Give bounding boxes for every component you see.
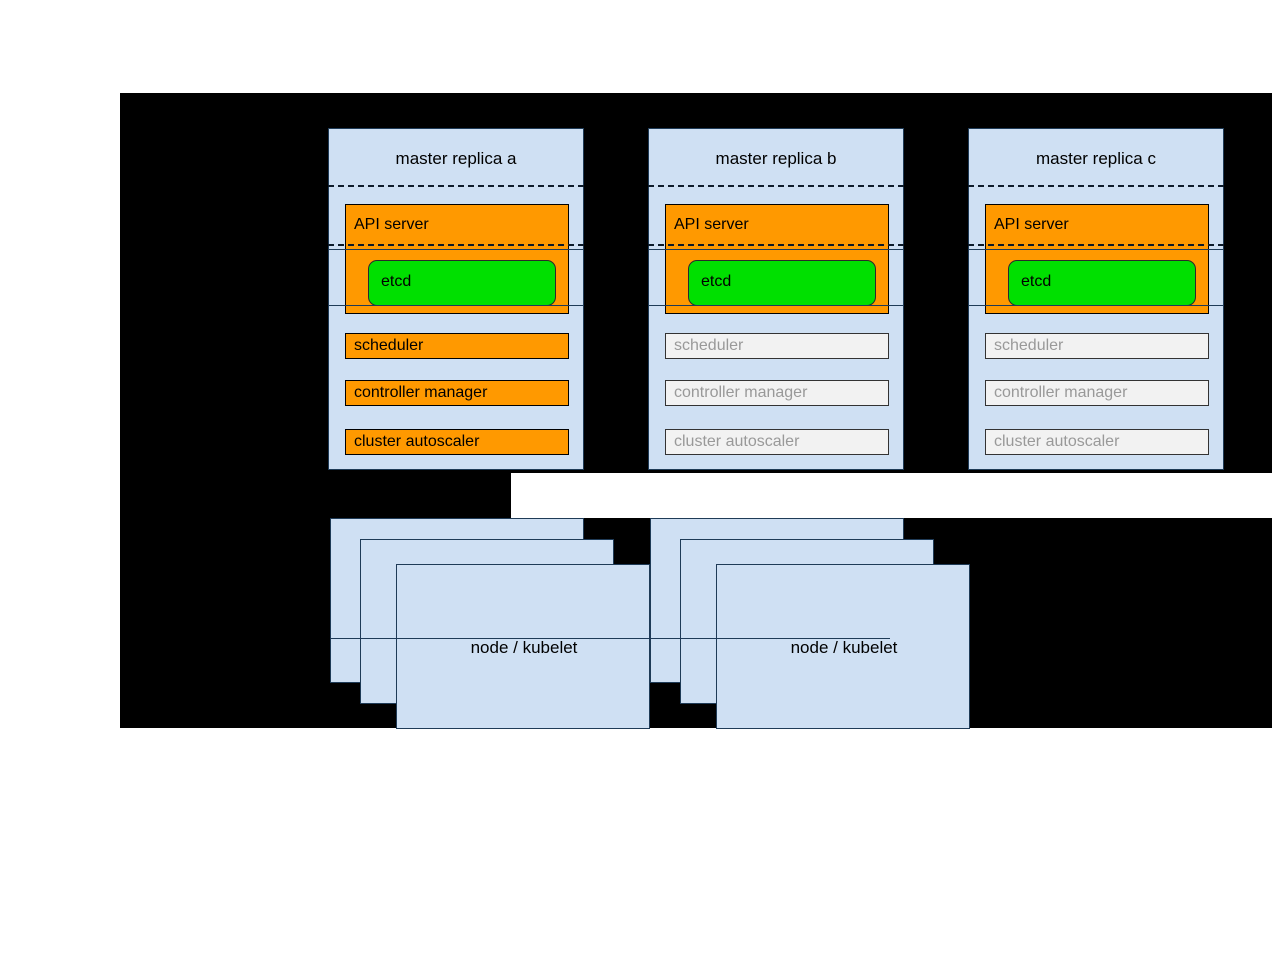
replica-b-controller-manager[interactable]: controller manager (665, 380, 889, 406)
replica-a-api-server-label: API server (354, 216, 429, 233)
replica-c-api-server-label: API server (994, 216, 1069, 233)
replica-b-scheduler[interactable]: scheduler (665, 333, 889, 359)
replica-b-rule-upper (648, 249, 904, 250)
replica-c-rule-lower (968, 305, 1224, 306)
replica-c-divider-top (968, 185, 1224, 187)
replica-c-scheduler[interactable]: scheduler (985, 333, 1209, 359)
replica-c-rule-upper (968, 249, 1224, 250)
replica-b-api-server-label: API server (674, 216, 749, 233)
replica-a-controller-manager[interactable]: controller manager (345, 380, 569, 406)
backdrop-notch (511, 473, 1272, 518)
replica-b-rule-lower (648, 305, 904, 306)
replica-b-etcd[interactable]: etcd (688, 260, 876, 306)
master-replica-c[interactable]: master replica c API server etcd schedul… (968, 128, 1224, 470)
master-replica-c-title: master replica c (1036, 149, 1156, 168)
node-group-2-label: node / kubelet (790, 637, 898, 657)
replica-a-scheduler[interactable]: scheduler (345, 333, 569, 359)
master-replica-b-title: master replica b (715, 149, 837, 168)
replica-a-rule-lower (328, 305, 584, 306)
replica-b-cluster-autoscaler[interactable]: cluster autoscaler (665, 429, 889, 455)
node-hairline (330, 638, 890, 639)
replica-b-etcd-label: etcd (701, 273, 732, 290)
replica-c-controller-manager[interactable]: controller manager (985, 380, 1209, 406)
replica-a-api-server[interactable]: API server etcd (345, 204, 569, 314)
master-replica-a-title: master replica a (395, 149, 517, 168)
replica-c-cluster-autoscaler[interactable]: cluster autoscaler (985, 429, 1209, 455)
replica-a-rule-upper (328, 249, 584, 250)
replica-a-etcd-label: etcd (381, 273, 412, 290)
replica-b-divider-top (648, 185, 904, 187)
replica-a-cluster-autoscaler[interactable]: cluster autoscaler (345, 429, 569, 455)
replica-a-divider-mid (328, 244, 584, 246)
node-card-front[interactable]: node / kubelet (716, 564, 970, 729)
replica-c-etcd-label: etcd (1021, 273, 1052, 290)
node-group-1-label: node / kubelet (470, 637, 578, 657)
node-card-front[interactable]: node / kubelet (396, 564, 650, 729)
replica-c-etcd[interactable]: etcd (1008, 260, 1196, 306)
master-replica-a[interactable]: master replica a API server etcd schedul… (328, 128, 584, 470)
replica-c-divider-mid (968, 244, 1224, 246)
replica-b-divider-mid (648, 244, 904, 246)
replica-a-etcd[interactable]: etcd (368, 260, 556, 306)
replica-a-divider-top (328, 185, 584, 187)
replica-b-api-server[interactable]: API server etcd (665, 204, 889, 314)
master-replica-b[interactable]: master replica b API server etcd schedul… (648, 128, 904, 470)
replica-c-api-server[interactable]: API server etcd (985, 204, 1209, 314)
